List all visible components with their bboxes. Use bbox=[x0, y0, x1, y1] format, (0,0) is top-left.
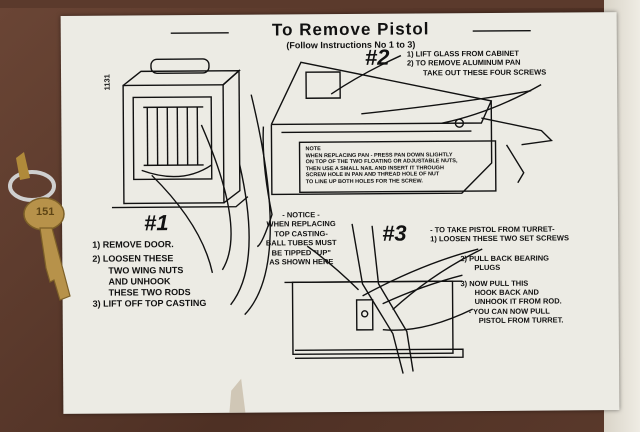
section-3-step: Pistol From Turret. bbox=[478, 315, 564, 326]
page-title: To Remove Pistol bbox=[271, 19, 430, 40]
ring-icon bbox=[8, 170, 56, 202]
note-box: Note When replacing pan - press pan down… bbox=[306, 145, 494, 186]
notice-line: When Replacing bbox=[266, 219, 336, 229]
notice-line: As Shown Here bbox=[269, 256, 334, 267]
section-2-number: #2 bbox=[364, 44, 390, 70]
section-1-number: #1 bbox=[143, 210, 169, 236]
key-tag-text: 151 bbox=[36, 206, 55, 218]
section-3-number: #3 bbox=[382, 220, 407, 246]
cabinet-drawing bbox=[111, 58, 249, 209]
section-1-step: These Two Rods bbox=[108, 287, 191, 298]
key-ring bbox=[8, 152, 71, 301]
section-3-steps: - To Take Pistol From Turret- 1) Loosen … bbox=[430, 224, 569, 326]
note-line: to line up both holes for the screw. bbox=[305, 178, 423, 186]
section-1-step: 1) Remove Door. bbox=[92, 239, 174, 250]
notice-line: Ball Tubes Must bbox=[265, 238, 337, 248]
brass-key-icon bbox=[23, 197, 71, 301]
turret-drawing bbox=[284, 223, 464, 374]
section-1-step: Two Wing Nuts bbox=[108, 264, 184, 276]
section-1-steps: 1) Remove Door. 2) Loosen These Two Wing… bbox=[92, 239, 206, 310]
section-1-step: 3) Lift Off Top Casting bbox=[92, 298, 207, 309]
small-key-icon bbox=[16, 152, 30, 180]
pan-drawing bbox=[270, 61, 553, 196]
line-drawings bbox=[111, 29, 553, 413]
section-3-step: 1) Loosen These Two Set Screws bbox=[430, 233, 569, 244]
section-2-step: Take Out These Four Screws bbox=[422, 67, 547, 78]
section-2-steps: 1) Lift Glass From Cabinet 2) To Remove … bbox=[407, 49, 546, 78]
instruction-sheet: To Remove Pistol (Follow Instructions No… bbox=[60, 12, 620, 414]
section-3-step: Plugs bbox=[474, 263, 501, 273]
section-3-step: 2) Pull Back Bearing bbox=[460, 253, 549, 263]
notice-block: - Notice - When Replacing Top Casting- B… bbox=[258, 210, 344, 267]
section-1-step: and Unhook bbox=[108, 275, 171, 287]
side-mark: 1131 bbox=[102, 74, 112, 91]
section-3-step: Unhook It From Rod. bbox=[474, 296, 562, 307]
section-1-step: 2) Loosen These bbox=[92, 253, 174, 264]
